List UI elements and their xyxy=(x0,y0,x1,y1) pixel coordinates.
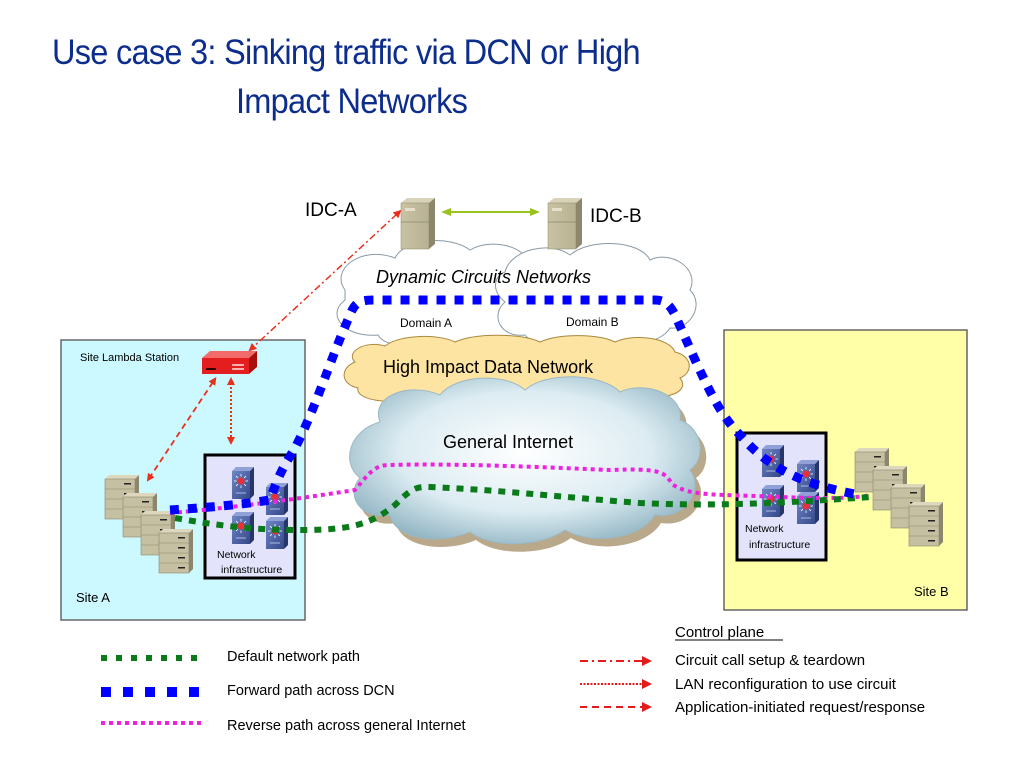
dcn-cloud-label: Dynamic Circuits Networks xyxy=(376,267,592,287)
idc-a-server-icon[interactable] xyxy=(400,198,435,250)
lambda-station-icon[interactable] xyxy=(202,351,257,374)
default-path xyxy=(174,483,871,534)
legend-dashdot-label: Circuit call setup & teardown xyxy=(675,652,866,669)
server-stack-icon[interactable] xyxy=(908,502,943,547)
legend-forward-label: Forward path across DCN xyxy=(227,683,395,699)
slide-title-line-2: Impact Networks xyxy=(236,82,468,121)
router-icon[interactable] xyxy=(232,512,254,544)
router-icon[interactable] xyxy=(266,517,288,549)
legend-reverse-label: Reverse path across general Internet xyxy=(227,718,466,734)
dcn-cloud xyxy=(336,240,697,350)
idc-a-label: IDC-A xyxy=(305,200,357,221)
idc-b-label: IDC-B xyxy=(590,206,642,227)
forward-path-dcn xyxy=(169,295,861,515)
hidn-cloud-label: High Impact Data Network xyxy=(383,357,594,377)
domain-b-label: Domain B xyxy=(566,315,619,329)
net-infra-b-label-1: Network xyxy=(745,523,784,535)
legend-dotted-label: LAN reconfiguration to use circuit xyxy=(675,676,896,693)
site-b-label: Site B xyxy=(914,584,949,599)
net-infra-b-label-2: infrastructure xyxy=(749,539,811,551)
site-a-label: Site A xyxy=(76,590,110,605)
legend-default-label: Default network path xyxy=(227,649,360,665)
internet-cloud-label: General Internet xyxy=(443,432,574,452)
domain-a-label: Domain A xyxy=(400,316,453,330)
net-infra-a-label-1: Network xyxy=(217,549,256,561)
slide-title-line-1: Use case 3: Sinking traffic via DCN or H… xyxy=(52,33,641,72)
idc-b-server-icon[interactable] xyxy=(547,198,582,250)
reverse-path-internet xyxy=(169,462,871,515)
domain-b-cloud xyxy=(495,243,697,348)
net-infra-a-label-2: infrastructure xyxy=(221,564,283,576)
server-stack-icon[interactable] xyxy=(158,529,193,574)
internet-cloud xyxy=(349,376,707,552)
lambda-station-label: Site Lambda Station xyxy=(80,352,180,364)
router-icon[interactable] xyxy=(232,467,254,499)
legend-dashed-label: Application-initiated request/response xyxy=(675,699,926,716)
circuit-setup-arrow xyxy=(248,209,402,352)
control-plane-title: Control plane xyxy=(675,624,765,641)
